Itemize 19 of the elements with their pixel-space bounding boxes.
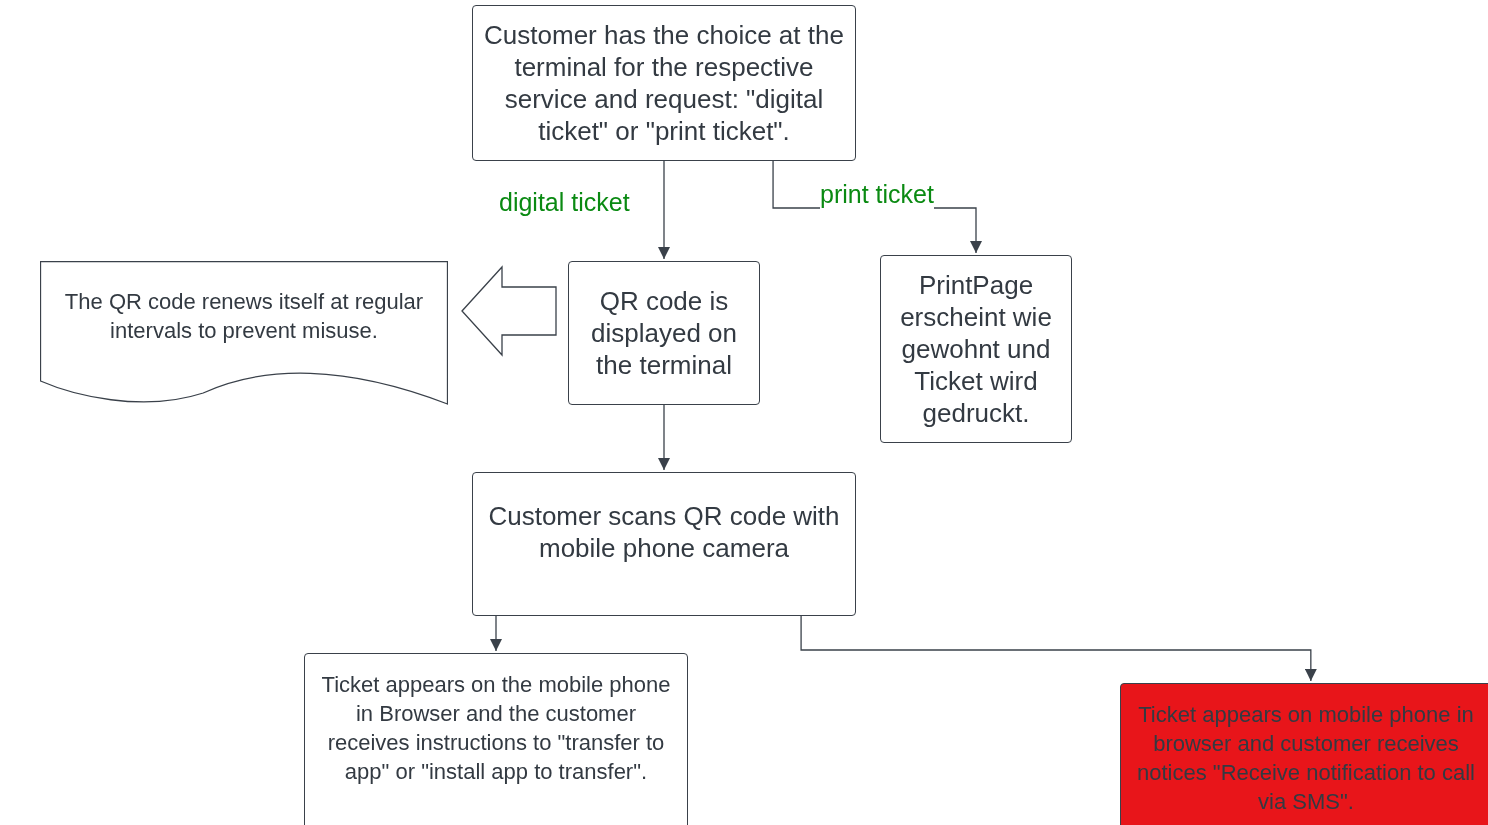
- arrow: [658, 404, 670, 471]
- node-text: QR code is displayed on the terminal: [590, 285, 738, 381]
- process-box: [880, 255, 1072, 443]
- highlighted-process-box: [1120, 683, 1488, 825]
- process-box: [304, 653, 688, 825]
- node-text: The QR code renews itself at regular intervals to prevent misuse.: [63, 288, 425, 345]
- node-text: Ticket appears on mobile phone in browser and customer receives notices "Receive notification to call via SMS".: [1136, 701, 1476, 816]
- process-box: [568, 261, 760, 405]
- node-text: Customer has the choice at the terminal for the respective service and request: "digital ticket" or "print ticket".: [483, 19, 845, 147]
- process-box: [472, 472, 856, 616]
- block-arrow: [461, 265, 557, 357]
- arrow: [658, 160, 670, 260]
- node-text: Ticket appears on the mobile phone in Browser and the customer receives instructions to "transfer to app" or "install app to transfer".: [320, 671, 672, 786]
- node-text: PrintPage erscheint wie gewohnt und Ticket wird gedruckt.: [899, 269, 1053, 429]
- document-shape: [40, 261, 448, 405]
- arrow: [800, 615, 1317, 682]
- process-box: [472, 5, 856, 161]
- node-text: Customer scans QR code with mobile phone camera: [487, 500, 841, 564]
- arrow: [490, 615, 502, 652]
